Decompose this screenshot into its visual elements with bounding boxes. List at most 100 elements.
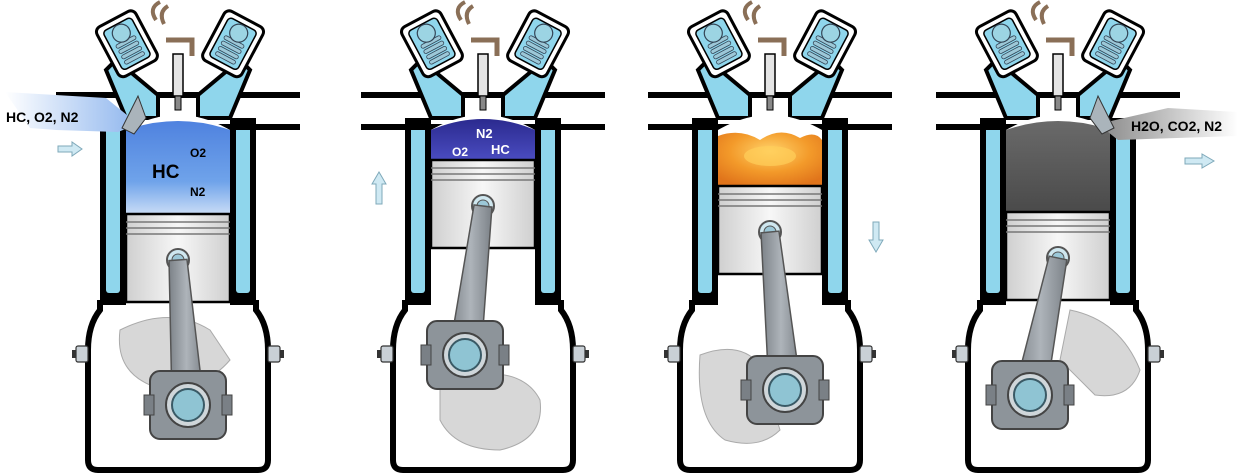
camshaft-lobe	[1109, 23, 1129, 43]
cap-bolt	[420, 344, 432, 366]
valve-spring	[1095, 51, 1116, 65]
valve-spring	[716, 51, 737, 65]
spark-plug-tip	[174, 95, 182, 111]
bolt-icon	[380, 345, 394, 363]
camshaft-lobe	[111, 23, 131, 43]
spark-plug-wire	[150, 0, 170, 25]
bolt-icon	[267, 345, 281, 363]
valve-spring	[710, 40, 732, 54]
down-arrow-icon	[868, 221, 884, 253]
intake-flow-label: HC, O2, N2	[6, 109, 79, 125]
engine-cross-section-1	[5, 0, 300, 473]
valve-spring-housing	[399, 9, 464, 79]
cap-bolt	[221, 394, 233, 416]
valve-spring-housing	[793, 9, 858, 79]
valve-spring	[1004, 51, 1025, 65]
compressed-charge	[431, 119, 535, 160]
coolant-jacket	[411, 126, 425, 293]
bolt-icon	[859, 345, 873, 363]
cap-bolt	[143, 394, 155, 416]
valve-spring-housing	[1081, 9, 1146, 79]
up-arrow-icon	[371, 171, 387, 205]
crank-journal	[1013, 378, 1047, 412]
camshaft-lobe	[229, 23, 249, 43]
engine-cross-section-3	[648, 0, 892, 473]
bolt-icon	[572, 345, 586, 363]
cap-bolt	[818, 379, 830, 401]
camshaft-lobe	[534, 23, 554, 43]
compressed-hc-label: HC	[491, 142, 510, 157]
camshaft-lobe	[821, 23, 841, 43]
crank-counterweight	[1059, 309, 1141, 397]
spark-plug-tip	[1054, 95, 1062, 111]
valve-spring	[1100, 40, 1122, 54]
spark-plug	[172, 53, 184, 97]
cap-bolt	[498, 344, 510, 366]
valve-spring-housing	[506, 9, 571, 79]
bolt-icon	[1147, 345, 1161, 363]
spark-plug-tip	[479, 95, 487, 111]
exhaust-port-flow	[1098, 108, 1237, 140]
bolt-icon	[75, 345, 89, 363]
spark-plug	[1052, 53, 1064, 97]
intake-port-flow	[5, 92, 138, 132]
right-arrow-icon	[57, 141, 83, 157]
valve-spring	[998, 40, 1020, 54]
coolant-jacket	[1116, 126, 1130, 293]
cap-bolt	[740, 379, 752, 401]
coolant-jacket	[541, 126, 555, 293]
valve-spring	[523, 45, 544, 60]
coolant-jacket	[828, 126, 842, 293]
valve-spring	[1098, 45, 1119, 60]
intake-valve	[121, 94, 147, 135]
valve-spring	[118, 40, 140, 54]
compressed-n2-label: N2	[476, 126, 493, 141]
coolant-jacket	[106, 126, 120, 293]
bolt-icon	[955, 345, 969, 363]
intake-hc-label: HC	[152, 162, 180, 183]
spark-plug	[477, 53, 489, 97]
valve-spring	[810, 45, 831, 60]
spark-plug-wire	[166, 37, 195, 56]
camshaft-lobe	[991, 23, 1011, 43]
coolant-jacket	[236, 126, 250, 293]
engine-cross-section-2	[361, 0, 605, 473]
coolant-jacket	[986, 126, 1000, 293]
fuel-air-charge	[126, 121, 230, 214]
bolt-icon	[667, 345, 681, 363]
valve-spring	[426, 45, 447, 60]
spark-plug-wire	[742, 0, 762, 25]
compressed-o2-label: O2	[452, 145, 468, 159]
valve-spring	[520, 51, 541, 65]
engine-cross-section-4	[936, 0, 1237, 473]
valve-spring	[423, 40, 445, 54]
valve-spring	[124, 51, 145, 65]
spark-plug-wire	[1046, 37, 1075, 56]
valve-spring	[429, 51, 450, 65]
crank-journal	[171, 388, 205, 422]
spark-plug-wire	[1030, 0, 1050, 25]
valve-spring	[525, 40, 547, 54]
valve-spring-housing	[974, 9, 1039, 79]
intake-o2-label: O2	[190, 146, 206, 160]
valve-spring	[812, 40, 834, 54]
valve-spring-housing	[686, 9, 751, 79]
valve-spring	[215, 51, 236, 65]
spark-plug	[764, 53, 776, 97]
cap-bolt	[1063, 384, 1075, 406]
spark-plug-wire	[455, 0, 475, 25]
flame-core	[744, 146, 796, 166]
exhaust-valve	[1089, 94, 1115, 135]
valve-spring	[713, 45, 734, 60]
valve-spring-housing	[201, 9, 266, 79]
valve-spring	[220, 40, 242, 54]
valve-spring	[218, 45, 239, 60]
spark-plug-tip	[766, 95, 774, 111]
right-arrow-icon	[1184, 153, 1215, 169]
crank-journal	[448, 338, 482, 372]
camshaft-lobe	[703, 23, 723, 43]
exhaust-flow-label: H2O, CO2, N2	[1131, 118, 1222, 134]
cap-bolt	[985, 384, 997, 406]
valve-spring	[1001, 45, 1022, 60]
